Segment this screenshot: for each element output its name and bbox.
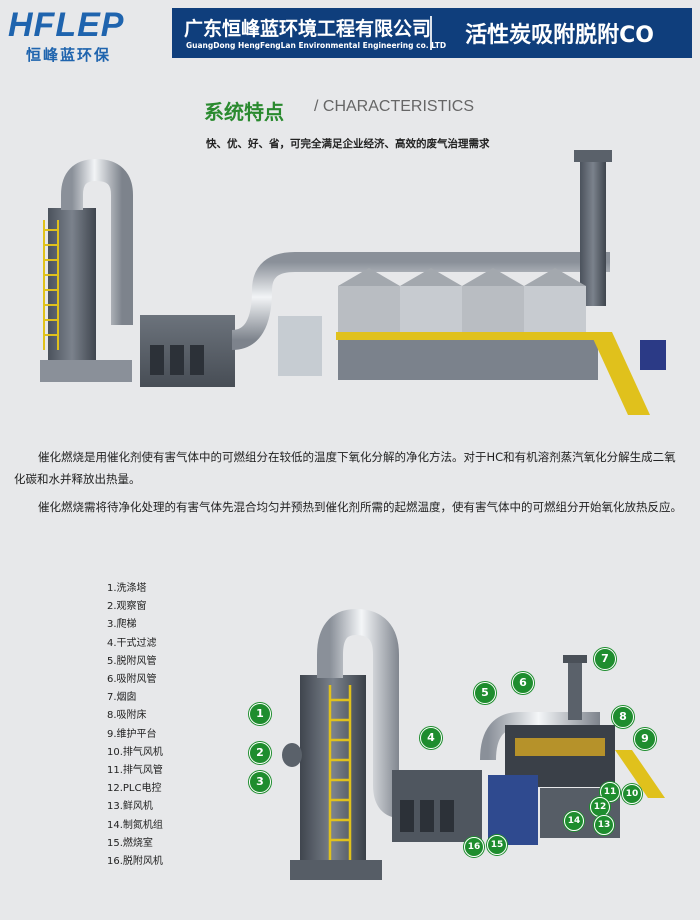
page-header: HFLEP 恒峰蓝环保 广东恒峰蓝环境工程有限公司 GuangDong Heng… [0,0,700,66]
legend-item: 4.干式过滤 [107,637,157,649]
callout-1: 1 [249,703,271,725]
callout-4: 4 [420,727,442,749]
combustion-chamber [278,316,322,376]
system-illustration-1 [40,150,666,415]
legend-item: 16.脱附风机 [107,856,163,868]
callout-3: 3 [249,771,271,793]
legend-item: 7.烟囱 [107,692,137,704]
washing-tower [48,208,96,378]
component-legend: 1.洗涤塔 2.观察窗 3.爬梯 4.干式过滤 5.脱附风管 6.吸附风管 7.… [107,580,163,871]
product-name: 活性炭吸附脱附CO [465,23,654,48]
legend-item: 11.排气风管 [107,765,163,777]
legend-item: 9.维护平台 [107,728,157,740]
banner-divider [430,16,432,50]
logo-subtext: 恒峰蓝环保 [26,46,112,64]
legend-item: 5.脱附风管 [107,655,157,667]
ladder-2 [328,685,352,860]
callout-6: 6 [512,672,534,694]
legend-item: 6.吸附风管 [107,674,157,686]
legend-item: 3.爬梯 [107,619,137,631]
callout-2: 2 [249,742,271,764]
stairs-2 [615,750,665,798]
callout-11: 11 [600,782,620,802]
callout-8: 8 [612,706,634,728]
legend-item: 1.洗涤塔 [107,583,147,594]
combustion-unit [488,775,538,845]
callout-16: 16 [464,837,484,857]
ladder [43,220,59,350]
callout-9: 9 [634,728,656,750]
legend-item: 2.观察窗 [107,601,147,613]
legend-item: 13.鲜风机 [107,801,153,813]
system-illustration-2 [282,608,665,880]
legend-item: 10.排气风机 [107,746,163,758]
legend-item: 14.制氮机组 [107,819,163,831]
adsorption-beds [338,268,586,334]
callout-14: 14 [564,811,584,831]
desorption-pipe [61,158,133,325]
company-logo: HFLEP 恒峰蓝环保 [8,8,168,65]
stairs [590,332,650,415]
callout-7: 7 [594,648,616,670]
company-name-en: GuangDong HengFengLan Environmental Engi… [186,41,447,50]
section-title: 系统特点 [204,100,284,124]
logo-text: HFLEP [8,6,125,44]
section-tagline: 快、优、好、省，可完全满足企业经济、高效的废气治理需求 [206,138,490,150]
washing-tower-2 [300,675,366,870]
legend-item: 15.燃烧室 [107,837,153,849]
paragraph-2: 催化燃烧需将待净化处理的有害气体先混合均匀并预热到催化剂所需的起燃温度，使有害气… [38,500,682,514]
legend-item: 12.PLC电控 [107,783,162,795]
adsorption-pipe [231,252,610,350]
chimney [580,156,606,306]
callout-10: 10 [622,784,642,804]
callout-5: 5 [474,682,496,704]
legend-item: 8.吸附床 [107,710,147,722]
callout-12: 12 [590,797,610,817]
maintenance-platform [336,332,598,340]
section-title-en: / CHARACTERISTICS [314,98,475,115]
chimney-2 [568,660,582,720]
company-name-cn: 广东恒峰蓝环境工程有限公司 [184,18,432,40]
callout-13: 13 [594,815,614,835]
header-banner: 广东恒峰蓝环境工程有限公司 GuangDong HengFengLan Envi… [172,8,692,58]
paragraph-1: 催化燃烧是用催化剂使有害气体中的可燃组分在较低的温度下氧化分解的净化方法。对于H… [14,450,676,486]
u-pipe [317,608,402,818]
callout-15: 15 [487,835,507,855]
